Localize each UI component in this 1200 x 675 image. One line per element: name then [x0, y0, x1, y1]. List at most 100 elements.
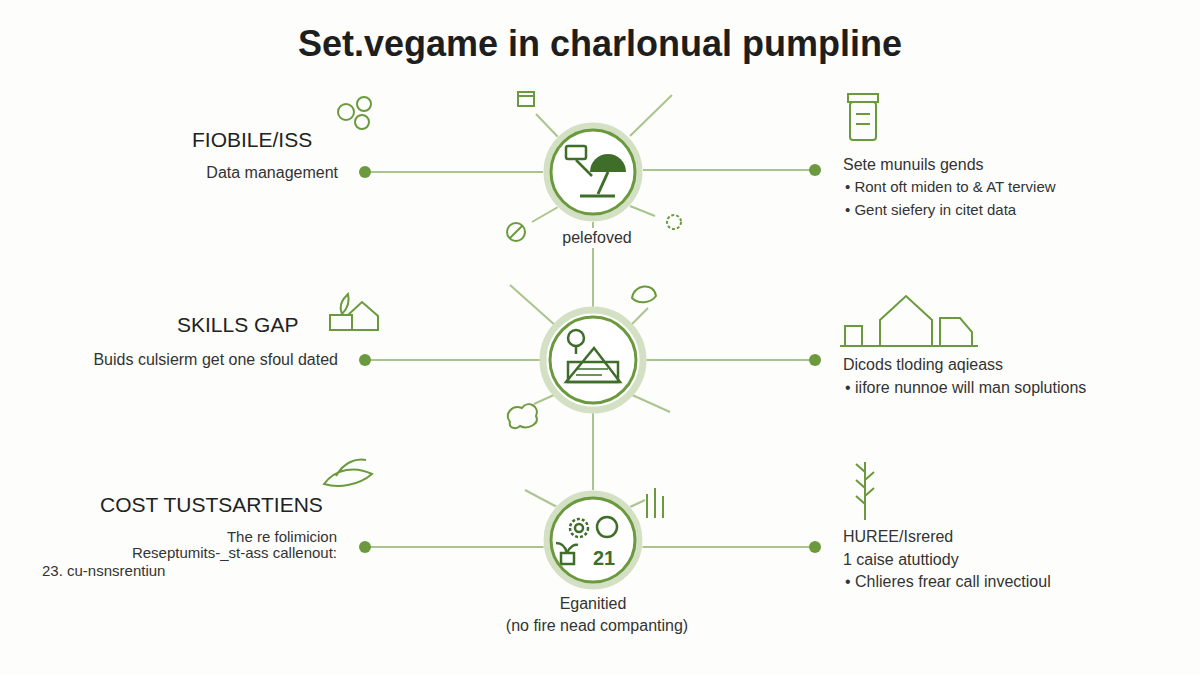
dome-icon [590, 154, 626, 172]
hub-icon-2 [566, 330, 620, 382]
spoke-line [534, 394, 556, 404]
spoke-line [536, 114, 558, 137]
side-heading: HUREE/Isrered [843, 527, 953, 546]
hub-circle: pelefoved [543, 122, 643, 222]
section-text: The re folimicion [227, 528, 337, 546]
connector-dot [809, 541, 821, 553]
bullet-text: • Gent siefery in citet data [845, 201, 1016, 219]
gear-icon [570, 519, 588, 537]
triangle-icon [566, 348, 620, 382]
hub-caption: pelefoved [559, 228, 634, 247]
connector-dot [809, 164, 821, 176]
section-heading: COST TUSTSARTIENS [100, 492, 323, 517]
connector-dot [809, 354, 821, 366]
spoke-line [630, 95, 672, 136]
leader-line [365, 359, 543, 361]
diagram-title: Set.vegame in charlonual pumpline [298, 22, 902, 65]
spoke-line [525, 490, 557, 507]
hub-ring-outer [547, 494, 639, 586]
wheat-icon [856, 464, 874, 504]
board-line [576, 368, 608, 370]
houses-icon [840, 296, 978, 346]
board-line [576, 374, 602, 376]
bullet-text: • Chlieres frear call invectioul [845, 572, 1051, 591]
grass-icon [654, 488, 656, 518]
leader-line [365, 546, 544, 548]
leader-line [365, 171, 543, 173]
plant-icon [556, 543, 578, 553]
hub-discs [543, 122, 643, 590]
section-text: 23. cu-nsnsrentiun [42, 562, 165, 580]
hub-ring [543, 490, 643, 590]
callout-number: 21 [593, 546, 615, 570]
grass-icon [646, 494, 648, 518]
cup-icon [518, 95, 534, 97]
hub-icon-1 [566, 146, 626, 196]
hub-ring-inner [551, 498, 635, 582]
bullet-text: • iifore nunnoe will man soplutions [845, 378, 1086, 397]
hub-ring-inner [551, 130, 635, 214]
cluster-icon [355, 115, 369, 129]
leaf-cloud-icon [632, 286, 656, 302]
arm-icon [576, 160, 592, 176]
section-text: Reseptumits-_st-ass callenout: [132, 544, 337, 562]
spoke-line [532, 207, 558, 222]
connector-dot [359, 541, 371, 553]
gear-small-icon [667, 215, 681, 229]
hub-ring [543, 310, 643, 410]
house-icon [330, 302, 378, 330]
spine-line [592, 410, 594, 490]
gear-icon [597, 517, 617, 537]
hub-disc [543, 122, 643, 222]
card-icon [566, 146, 586, 159]
board-icon [568, 362, 618, 382]
pot-icon [561, 553, 574, 564]
leader-line [643, 359, 815, 361]
leaves-icon [324, 460, 372, 486]
cluster-icon [357, 97, 371, 111]
connector-dot [359, 166, 371, 178]
bullet-text: • Ront oft miden to & AT terview [845, 178, 1056, 196]
stand-icon [580, 195, 615, 198]
side-text: 1 caise atuttiody [843, 550, 959, 569]
no-entry-icon [510, 226, 522, 238]
section-heading: SKILLS GAP [177, 312, 298, 337]
hub-caption: Eganitied [557, 594, 630, 613]
jar-icon [850, 102, 876, 140]
plant-icon [341, 294, 349, 314]
side-icons [324, 92, 978, 520]
section-heading: FIOBILE/ISS [192, 127, 312, 152]
spoke-line [628, 500, 645, 508]
head-icon [568, 330, 584, 346]
hub-circle: 21Eganitied(no fire nead companting) [543, 490, 643, 590]
cloud-icon [508, 404, 537, 428]
neck-icon [575, 346, 578, 354]
section-text: Data management [206, 163, 338, 182]
hub-disc [543, 490, 643, 590]
cluster-icon [338, 104, 354, 120]
gear-hub [575, 524, 583, 532]
hub-ring [543, 122, 643, 222]
jar-lid [848, 94, 878, 102]
hub-caption: (no fire nead companting) [503, 616, 691, 635]
jar-line [856, 113, 870, 115]
spoke-line [630, 308, 648, 326]
grass-icon [662, 496, 664, 518]
no-entry-icon [507, 223, 525, 241]
leader-line [643, 169, 815, 171]
hub-ring-inner [550, 317, 636, 403]
hub-ring-outer [547, 126, 639, 218]
section-text: Buids culsierm get one sfoul dated [93, 350, 338, 369]
leader-lines [365, 95, 815, 547]
stand-icon [598, 172, 608, 194]
spoke-line [630, 394, 670, 412]
spoke-line [510, 285, 556, 326]
connector-dot [359, 354, 371, 366]
cup-icon [518, 92, 534, 106]
jar-line [856, 123, 870, 125]
leader-line [642, 546, 815, 548]
spoke-line [630, 206, 655, 216]
side-heading: Dicods tloding aqieass [843, 355, 1003, 374]
side-heading: Sete munuils gends [843, 155, 984, 174]
